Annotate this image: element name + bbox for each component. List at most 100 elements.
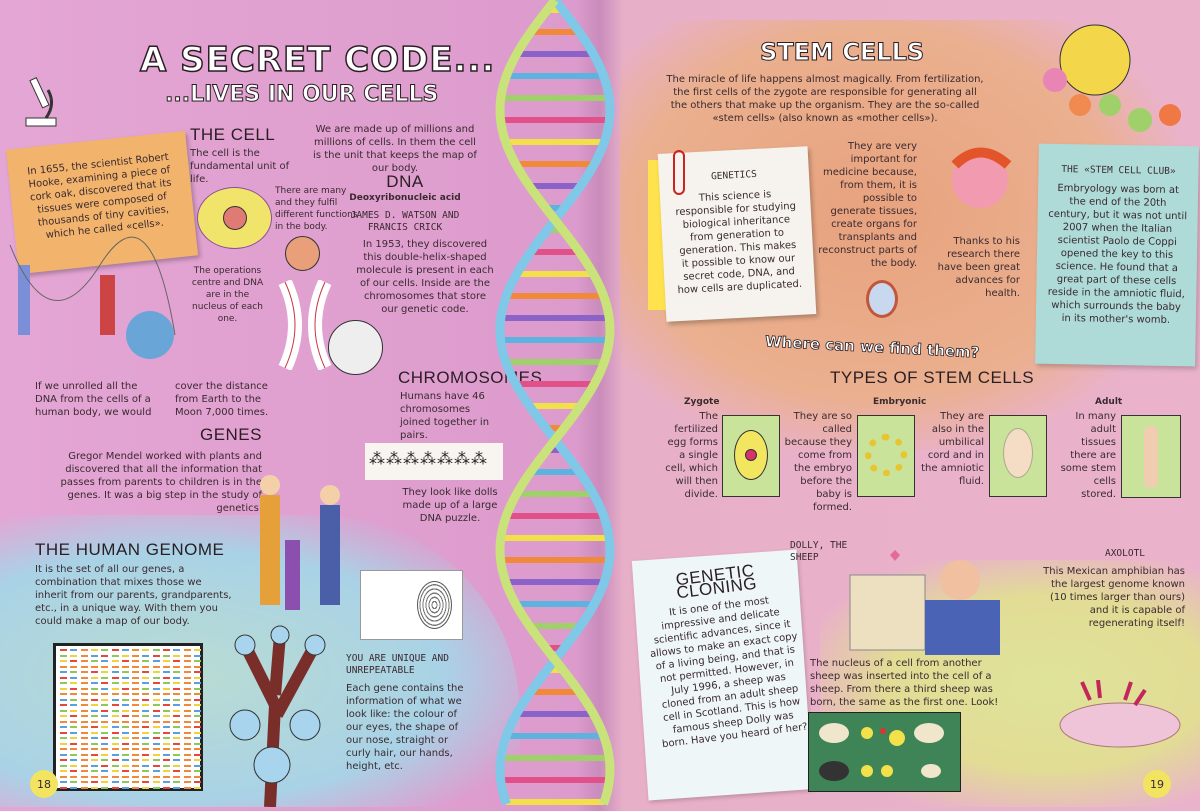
genome-band [101,775,109,778]
scientist-illustration [930,145,1015,220]
genome-band [193,654,201,657]
importance-text: They are very important for medicine bec… [818,141,917,269]
genome-band [80,764,88,767]
genome-band [183,759,191,761]
genome-band [193,786,201,789]
genome-band [121,731,129,734]
genome-band [80,654,88,657]
genome-band [101,693,109,695]
genome-band [121,770,129,772]
dna-heading: DNA [386,172,424,191]
genome-band [111,759,119,761]
dna-text: In 1953, they discovered this double-hel… [356,239,494,315]
unroll-text-2: cover the distance from Earth to the Moo… [175,381,269,418]
genome-band [132,704,140,706]
axolotl-illustration [1040,679,1190,760]
genome-band [90,698,98,701]
type-text-umbilical: They are also in the umbilical cord and … [921,411,984,487]
genome-band [70,770,78,772]
genome-band [142,704,150,706]
genome-band [142,698,150,701]
genome-band [132,770,140,772]
genome-band [90,737,98,739]
page-subtitle: ...LIVES IN OUR CELLS [164,82,439,108]
genome-band [152,687,160,690]
genome-band [163,704,170,706]
genome-band [90,726,98,728]
genome-band [193,726,201,728]
genome-band [90,781,98,783]
genome-band [60,781,67,783]
genome-band [183,709,191,712]
genome-band [173,726,181,728]
genome-band [80,704,88,706]
genome-band [70,775,78,778]
stem-cells-title: STEM CELLS [759,38,925,67]
genome-text: It is the set of all our genes, a combin… [35,564,232,627]
genome-band [90,671,98,673]
genome-band [132,753,140,756]
genome-band [163,775,170,778]
genome-band [173,676,181,679]
genome-band [60,715,67,717]
genome-band [70,759,78,761]
genome-band [163,715,170,717]
genome-band [193,682,201,684]
genome-band [121,759,129,761]
genome-band [121,654,129,657]
genome-band [60,764,67,767]
genome-band [152,665,160,668]
genome-band [132,709,140,712]
type-label-embryonic: Embryonic [873,397,927,407]
genome-band [173,709,181,712]
type-label-zygote: Zygote [684,397,720,407]
genome-band [152,676,160,679]
genome-band [60,720,67,723]
genome-band [193,704,201,706]
genome-band [90,720,98,723]
genome-band [60,704,67,706]
genome-band [80,649,88,651]
genome-band [121,764,129,767]
cell-heading: THE CELL [190,125,276,144]
genome-band [101,704,109,706]
genome-band [173,687,181,690]
genome-band [183,682,191,684]
genome-band [163,649,170,651]
genome-band [80,742,88,745]
genome-band [60,693,67,695]
helix-strand [495,0,615,806]
genome-band [142,764,150,767]
genome-band [101,748,109,750]
genome-band [152,715,160,717]
genome-band [163,687,170,690]
genome-band [132,720,140,723]
genome-band [90,654,98,657]
genome-band [132,676,140,679]
baby-image [989,415,1047,497]
genome-band [163,693,170,695]
genome-band [121,709,129,712]
genome-band [142,726,150,728]
genome-band [142,742,150,745]
genome-band [142,737,150,739]
genome-band [132,671,140,673]
genome-band [132,737,140,739]
genome-band [142,748,150,750]
genome-band [173,731,181,734]
genome-band [101,786,109,789]
genome-band [101,759,109,761]
genome-band [173,786,181,789]
genome-band [193,660,201,662]
cloning-text: It is one of the most impressive and del… [649,595,809,751]
nucleus-text: The operations centre and DNA are in the… [191,266,264,324]
genome-band [80,726,88,728]
genome-band [193,671,201,673]
genome-band [70,693,78,695]
genome-band [183,654,191,657]
genome-band [90,786,98,789]
genetics-text: This science is responsible for studying… [675,189,803,297]
genome-band [142,665,150,668]
cloning-section: GENETIC CLONING It is one of the most im… [640,560,810,752]
genome-band [183,742,191,745]
